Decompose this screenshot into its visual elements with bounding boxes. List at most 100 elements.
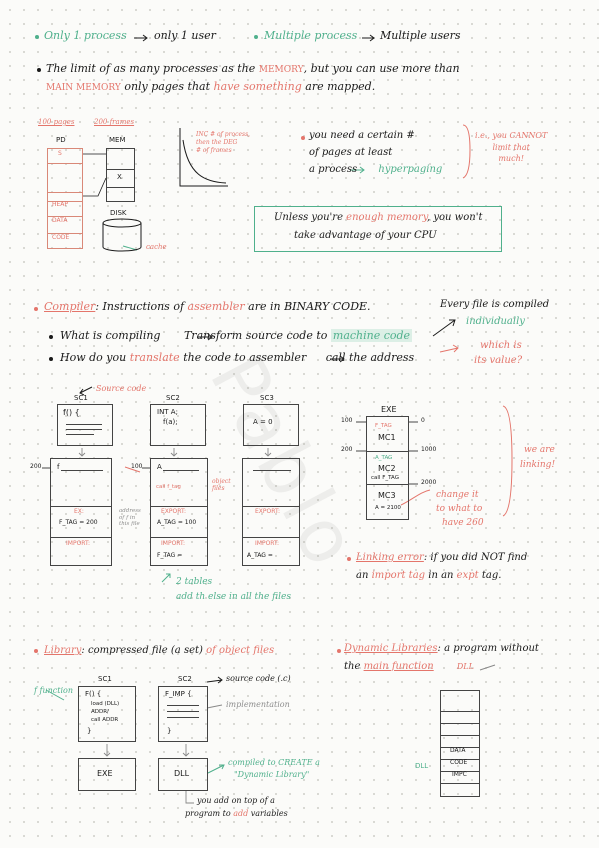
a-process-text: a process xyxy=(309,164,358,175)
limit-line-2: MAIN MEMORY only pages that have somethi… xyxy=(46,80,376,94)
arrow xyxy=(207,764,225,774)
mc3-value: A = 2100 xyxy=(375,505,401,511)
bullet-dot xyxy=(49,357,53,361)
bracket xyxy=(462,124,471,179)
object-file-2: A call f_tag EXPORT: A_TAG = 100 IMPORT:… xyxy=(150,458,208,566)
address-200: 200 xyxy=(30,463,42,470)
limit-text-a: The limit of as many processes as the xyxy=(46,62,256,75)
cannot-limit-note: i.e., you CANNOT limit that much! xyxy=(475,130,547,165)
translate-word: translate xyxy=(129,351,180,364)
how-do-you-text: How do you xyxy=(60,351,127,364)
cannot-limit-line-1: i.e., you CANNOT xyxy=(475,131,548,140)
lib-code-5: } xyxy=(87,727,92,735)
every-file-line-2: individually xyxy=(466,316,525,327)
sc2-code-1: INT A; xyxy=(157,408,178,416)
graph-annotation: INC # of process, then the DEG # of fram… xyxy=(196,131,250,154)
bullet-dot xyxy=(337,649,341,653)
source-file-1: f() { xyxy=(57,404,113,446)
address-100: 100 xyxy=(131,463,143,470)
dll-side-label: DLL xyxy=(415,762,429,770)
graph-annotation-line-3: # of frames xyxy=(196,146,232,154)
sc1-code: f() { xyxy=(63,408,80,417)
hyperpaging-word: hyperpaging xyxy=(378,164,443,175)
call-address-text: call the address xyxy=(325,351,415,364)
degradation-graph xyxy=(179,128,228,187)
stack-impc: IMPC xyxy=(452,771,467,778)
arrow xyxy=(439,344,459,353)
compiler-text-b: are in BINARY CODE. xyxy=(248,300,371,313)
arrow xyxy=(185,791,194,804)
every-file-line-1: Every file is compiled xyxy=(440,299,550,310)
sc3-code: A = 0 xyxy=(253,418,273,426)
arrow xyxy=(170,448,178,457)
mc1-label: MC1 xyxy=(378,433,396,442)
cannot-limit-line-3: much! xyxy=(498,154,524,164)
unless-text: Unless you're xyxy=(274,212,343,223)
in-an-text: in an xyxy=(428,570,454,581)
bullet-dot xyxy=(347,557,351,561)
linking-note-1: we are xyxy=(524,445,555,455)
stack-data: DATA xyxy=(450,747,466,754)
need-pages-line-2: of pages at least xyxy=(309,147,393,158)
exe-atag: A_TAG xyxy=(375,455,393,461)
pd-label: PD xyxy=(56,136,66,144)
lib-exe-label: EXE xyxy=(97,769,113,778)
lib-exe-box: EXE xyxy=(78,758,136,791)
limit-line-1: The limit of as many processes as the ME… xyxy=(46,62,460,76)
mem-x-entry: X xyxy=(117,173,122,181)
lib-dll-box: DLL xyxy=(158,758,208,791)
change-it-line-1: change it xyxy=(436,490,479,500)
lib-code-3: ADDR/ xyxy=(91,709,109,715)
program-to-text: program to xyxy=(185,809,231,818)
mc2-call: call F_TAG xyxy=(371,475,399,481)
arrow xyxy=(362,34,375,42)
exe-addr-1000: 1000 xyxy=(421,446,437,453)
sc2-label: SC2 xyxy=(166,394,180,402)
limit-text-d: are mapped. xyxy=(305,80,376,93)
compiler-definition: Compiler: Instructions of assembler are … xyxy=(44,300,371,314)
exe-addr-100: 100 xyxy=(341,417,353,424)
bullet-dot xyxy=(34,307,38,311)
arrow xyxy=(78,448,86,457)
limit-text-c: only pages that xyxy=(124,80,211,93)
lib-source-2: F_IMP { } xyxy=(158,686,208,742)
stack-code: CODE xyxy=(450,759,468,766)
assembler-word: assembler xyxy=(187,300,245,313)
source-file-2: INT A; f(a); xyxy=(150,404,206,446)
ob2-import-heading: IMPORT: xyxy=(161,540,186,547)
ob2-import-value: F_TAG = xyxy=(157,552,183,559)
lib-code-1: F() { xyxy=(85,690,102,698)
dynamic-libraries-heading: Dynamic Libraries xyxy=(344,643,438,654)
object-files-word: of object files xyxy=(206,645,275,656)
exe-addr-0: 0 xyxy=(421,417,425,424)
which-is-line-2: its value? xyxy=(474,355,523,366)
dynamic-libraries-line-1: Dynamic Libraries: a program without xyxy=(344,643,539,655)
object-files-label: object files xyxy=(212,478,231,493)
arrow xyxy=(124,466,141,473)
dll-memory-stack: DATA CODE IMPC xyxy=(440,690,480,797)
how-translate-line: How do you translate the code to assembl… xyxy=(60,351,415,365)
graph-annotation-line-2: then the DEG xyxy=(196,138,238,146)
ob3-import-value: A_TAG = xyxy=(247,552,273,559)
ob1-import-heading: IMPORT: xyxy=(66,540,91,547)
ob2-export-value: A_TAG = 100 xyxy=(157,519,197,526)
bullet-dot xyxy=(35,35,39,39)
sc2-code-2: f(a); xyxy=(163,418,178,426)
exe-addr-2000: 2000 xyxy=(421,479,437,486)
lib-sc1-label: SC1 xyxy=(98,675,112,683)
add-on-top-line-1: you add on top of a xyxy=(197,796,275,805)
bullet-dot xyxy=(254,35,258,39)
tag-text: tag. xyxy=(481,570,502,581)
lib-fimp-close: } xyxy=(167,727,172,735)
compiler-text-a: : Instructions of xyxy=(95,300,185,313)
exe-ftag: F_TAG xyxy=(375,423,392,429)
memory-word: MEMORY xyxy=(258,65,304,75)
machine-code-word: machine code xyxy=(330,329,413,342)
graph-annotation-line-1: INC # of process, xyxy=(196,131,251,138)
need-pages-line-3: a process hyperpaging xyxy=(309,164,442,176)
arrow xyxy=(182,744,190,757)
add-word: add xyxy=(233,809,249,818)
multiple-users-text: Multiple users xyxy=(380,29,461,42)
change-it-line-3: have 260 xyxy=(442,518,484,528)
